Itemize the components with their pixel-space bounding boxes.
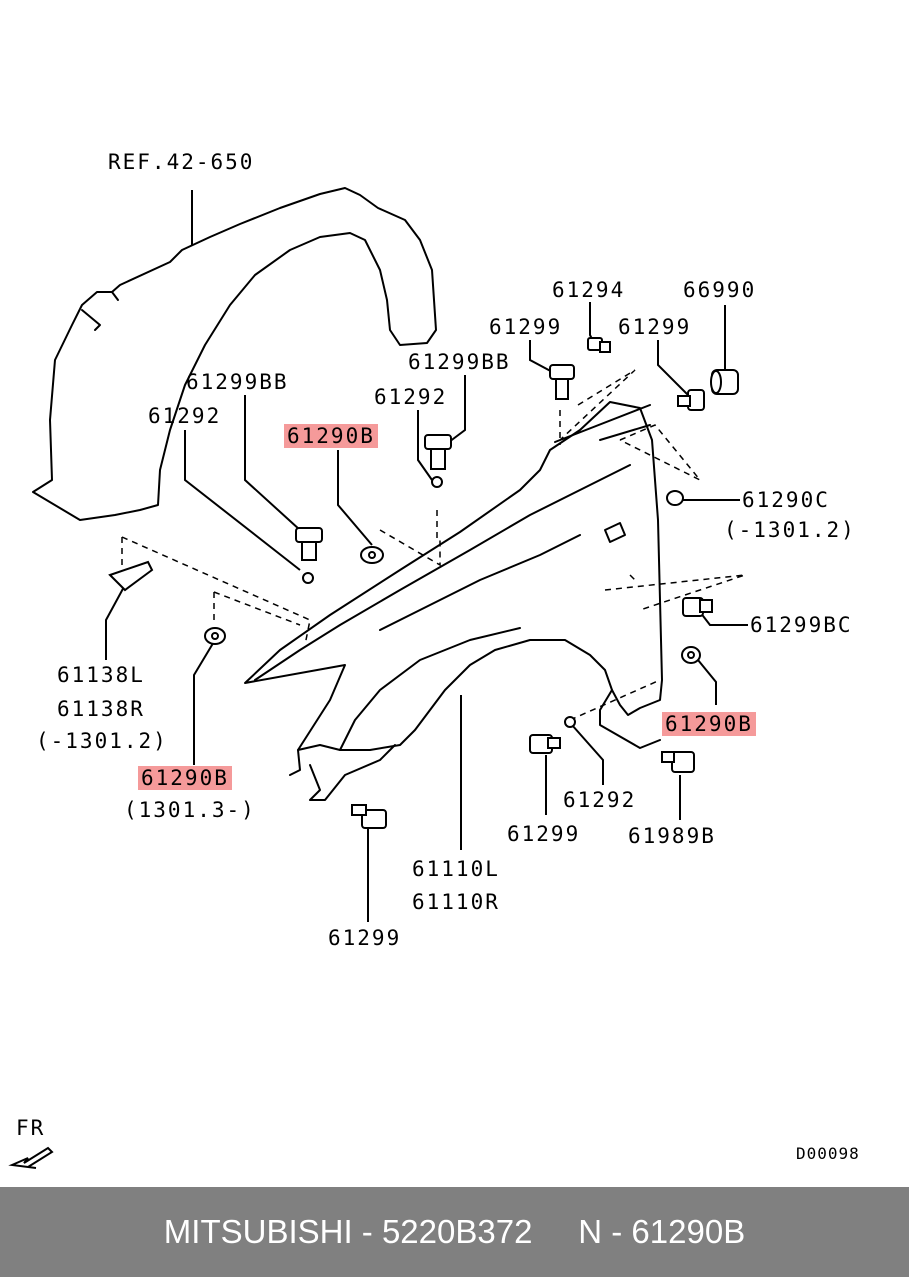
label-61138l: 61138L [57, 663, 145, 687]
washer-61292-left [302, 572, 314, 584]
clip-61138 [108, 560, 154, 592]
diagram-code: D00098 [796, 1144, 860, 1163]
nut-61290c [666, 490, 684, 506]
bolt-61299bb-mid [424, 434, 452, 470]
label-61290b-left: 61290B [138, 766, 232, 790]
screw-61294 [587, 337, 611, 353]
label-61290c-range: (-1301.2) [724, 518, 856, 542]
label-61299bc: 61299BC [750, 613, 853, 637]
wheel-liner-outline [32, 187, 437, 521]
label-61292-bottom: 61292 [563, 788, 637, 812]
label-61292-mid: 61292 [374, 385, 448, 409]
bolt-61989b [661, 751, 695, 773]
label-61299-top: 61299 [489, 315, 563, 339]
label-61292-left: 61292 [148, 404, 222, 428]
label-61138-range: (-1301.2) [36, 729, 168, 753]
label-ref: REF.42-650 [108, 150, 255, 174]
fender-drawing [8, 187, 748, 1169]
bolt-61299bb-left [295, 527, 323, 561]
nut-61290b-left [204, 627, 226, 645]
label-61299-bottom-mid: 61299 [507, 822, 581, 846]
bolt-61299-top [549, 364, 575, 400]
label-61110l: 61110L [412, 857, 500, 881]
washer-61292-mid [431, 476, 443, 488]
label-61299-right: 61299 [618, 315, 692, 339]
label-61989b: 61989B [628, 824, 716, 848]
label-61290b-left-range: (1301.3-) [124, 798, 256, 822]
label-61290c: 61290C [742, 488, 830, 512]
nut-61290b-right [681, 646, 701, 664]
cap-66990 [710, 369, 739, 395]
label-61299bb-mid: 61299BB [408, 350, 511, 374]
fender-outline [244, 401, 663, 751]
footer-text: MITSUBISHI - 5220B372 N - 61290B [163, 1213, 746, 1250]
label-61290b-right: 61290B [662, 712, 756, 736]
label-66990: 66990 [683, 278, 757, 302]
label-61299bb-left: 61299BB [186, 370, 289, 394]
label-61138r: 61138R [57, 697, 145, 721]
parts-diagram: REF.42-650 61299BB 61292 61290B 61292 61… [8, 150, 860, 1169]
bolt-61299-bottom [351, 804, 387, 829]
label-61299-bottom: 61299 [328, 926, 402, 950]
front-arrow-icon [8, 1146, 54, 1169]
label-fr: FR [16, 1116, 46, 1140]
label-61110r: 61110R [412, 890, 500, 914]
bolt-61299-right [677, 389, 705, 411]
washer-61292-bottom [564, 716, 576, 728]
label-61294: 61294 [552, 278, 626, 302]
label-61290b-top: 61290B [284, 424, 378, 448]
nut-61290b-top [360, 546, 384, 564]
footer-banner: MITSUBISHI - 5220B372 N - 61290B [0, 1187, 909, 1277]
bolt-61299-bottom-mid [529, 734, 561, 754]
bolt-61299bc [682, 597, 713, 617]
